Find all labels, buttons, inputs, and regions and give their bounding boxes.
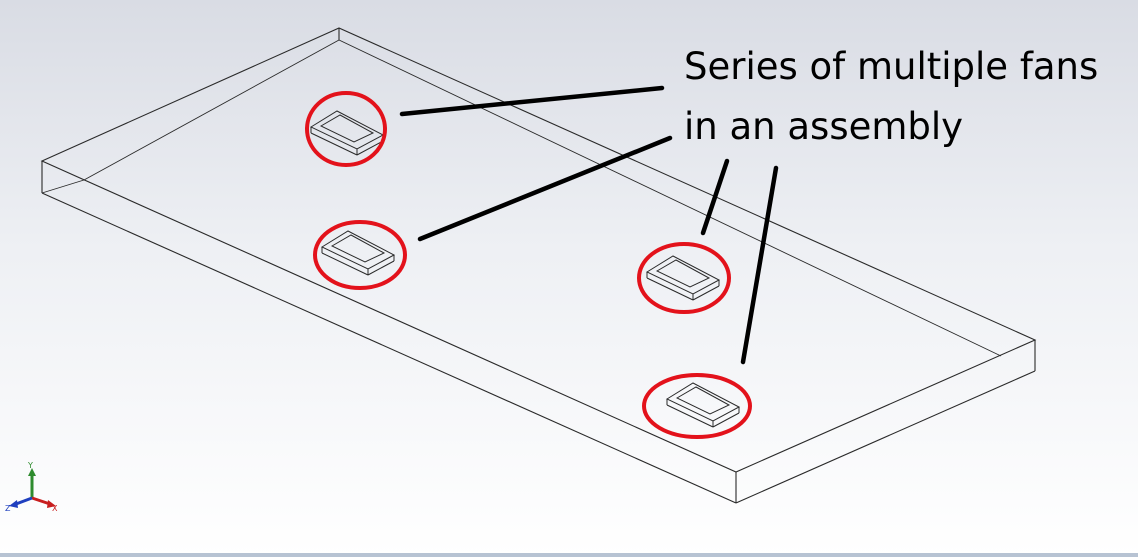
axis-y-label: Y [28,461,33,470]
fan-4-inner-frame [675,386,731,415]
fan-1-inner-frame [319,114,375,143]
fan-2-housing-edge-4 [367,260,395,276]
fan-1-housing-edge-4 [356,140,384,156]
axis-x-line [31,496,51,506]
fan-4-highlight-circle [642,373,752,439]
axis-x-label: X [52,504,58,513]
enclosure-inner-edges [83,39,1002,357]
annotation-line-2: in an assembly [684,105,964,148]
fan-3-highlight-circle [637,242,731,314]
axis-z-line [15,496,33,506]
fan-4-housing-edge-2 [666,404,714,428]
enclosure-wireframe[interactable] [40,27,1037,504]
leader-line-fan-2 [417,135,673,242]
fan-3[interactable] [645,255,721,301]
fan-1[interactable] [309,110,385,156]
fan-2-housing-edge-2 [321,252,369,276]
fan-1-housing-edge-2 [310,132,358,156]
fan-2[interactable] [320,230,396,276]
fan-2-inner-frame [330,234,386,263]
fan-3-inner-frame [655,259,711,288]
axis-x-arrowhead [47,500,56,508]
leader-line-fan-3 [700,158,730,236]
fan-4[interactable] [665,382,741,428]
leader-line-fan-1 [399,85,665,117]
fan-1-outer-frame [309,110,385,150]
fan-3-outer-frame [645,255,721,295]
fan-4-housing-edge-4 [712,412,740,428]
leader-line-fan-4 [740,165,779,365]
annotation-line-1: Series of multiple fans [684,45,1099,88]
fan-3-housing-edge-4 [692,285,720,301]
enclosure-bottom-right-edge [735,370,1036,504]
fan-4-outer-frame [665,382,741,422]
enclosure-inner-front-edge [41,179,85,194]
axis-y-arrowhead [28,468,36,476]
fan-2-highlight-circle [313,220,407,290]
fan-2-outer-frame [320,230,396,270]
fan-1-highlight-circle [305,91,387,167]
enclosure-bottom-left-edge [41,192,737,504]
axis-z-label: Z [5,504,11,513]
fan-3-housing-edge-2 [646,277,694,301]
axis-triad[interactable] [9,468,56,508]
viewport-bottom-border [0,553,1138,557]
axis-z-arrowhead [9,500,18,508]
enclosure-top-face [40,27,1037,473]
